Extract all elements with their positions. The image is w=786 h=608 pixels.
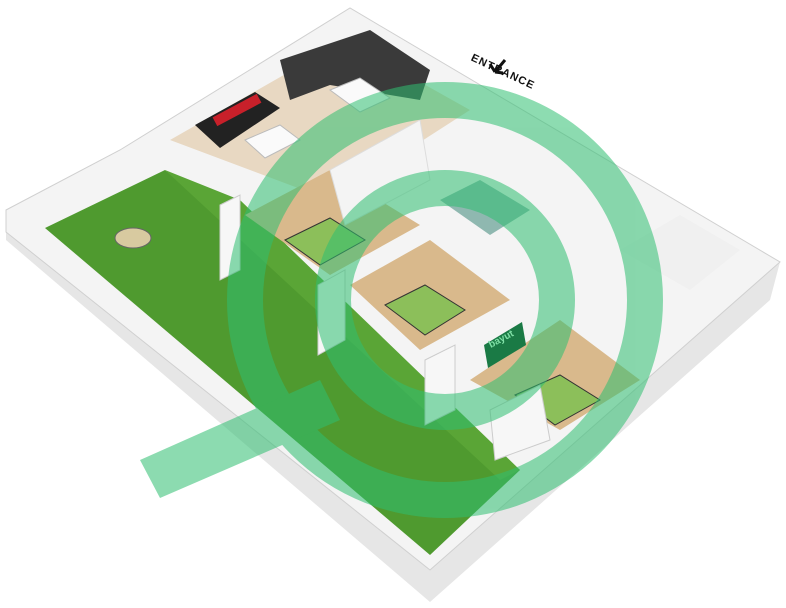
sofa [195, 92, 280, 148]
bayut-watermark [140, 82, 663, 518]
garden-grass [45, 170, 520, 555]
entrance-arrow-icon [488, 59, 507, 75]
kitchen-counter [280, 30, 430, 100]
garden-table [114, 227, 152, 249]
bed-2 [384, 284, 466, 336]
tv-screen [484, 322, 526, 368]
sofa-cushions [212, 93, 262, 127]
